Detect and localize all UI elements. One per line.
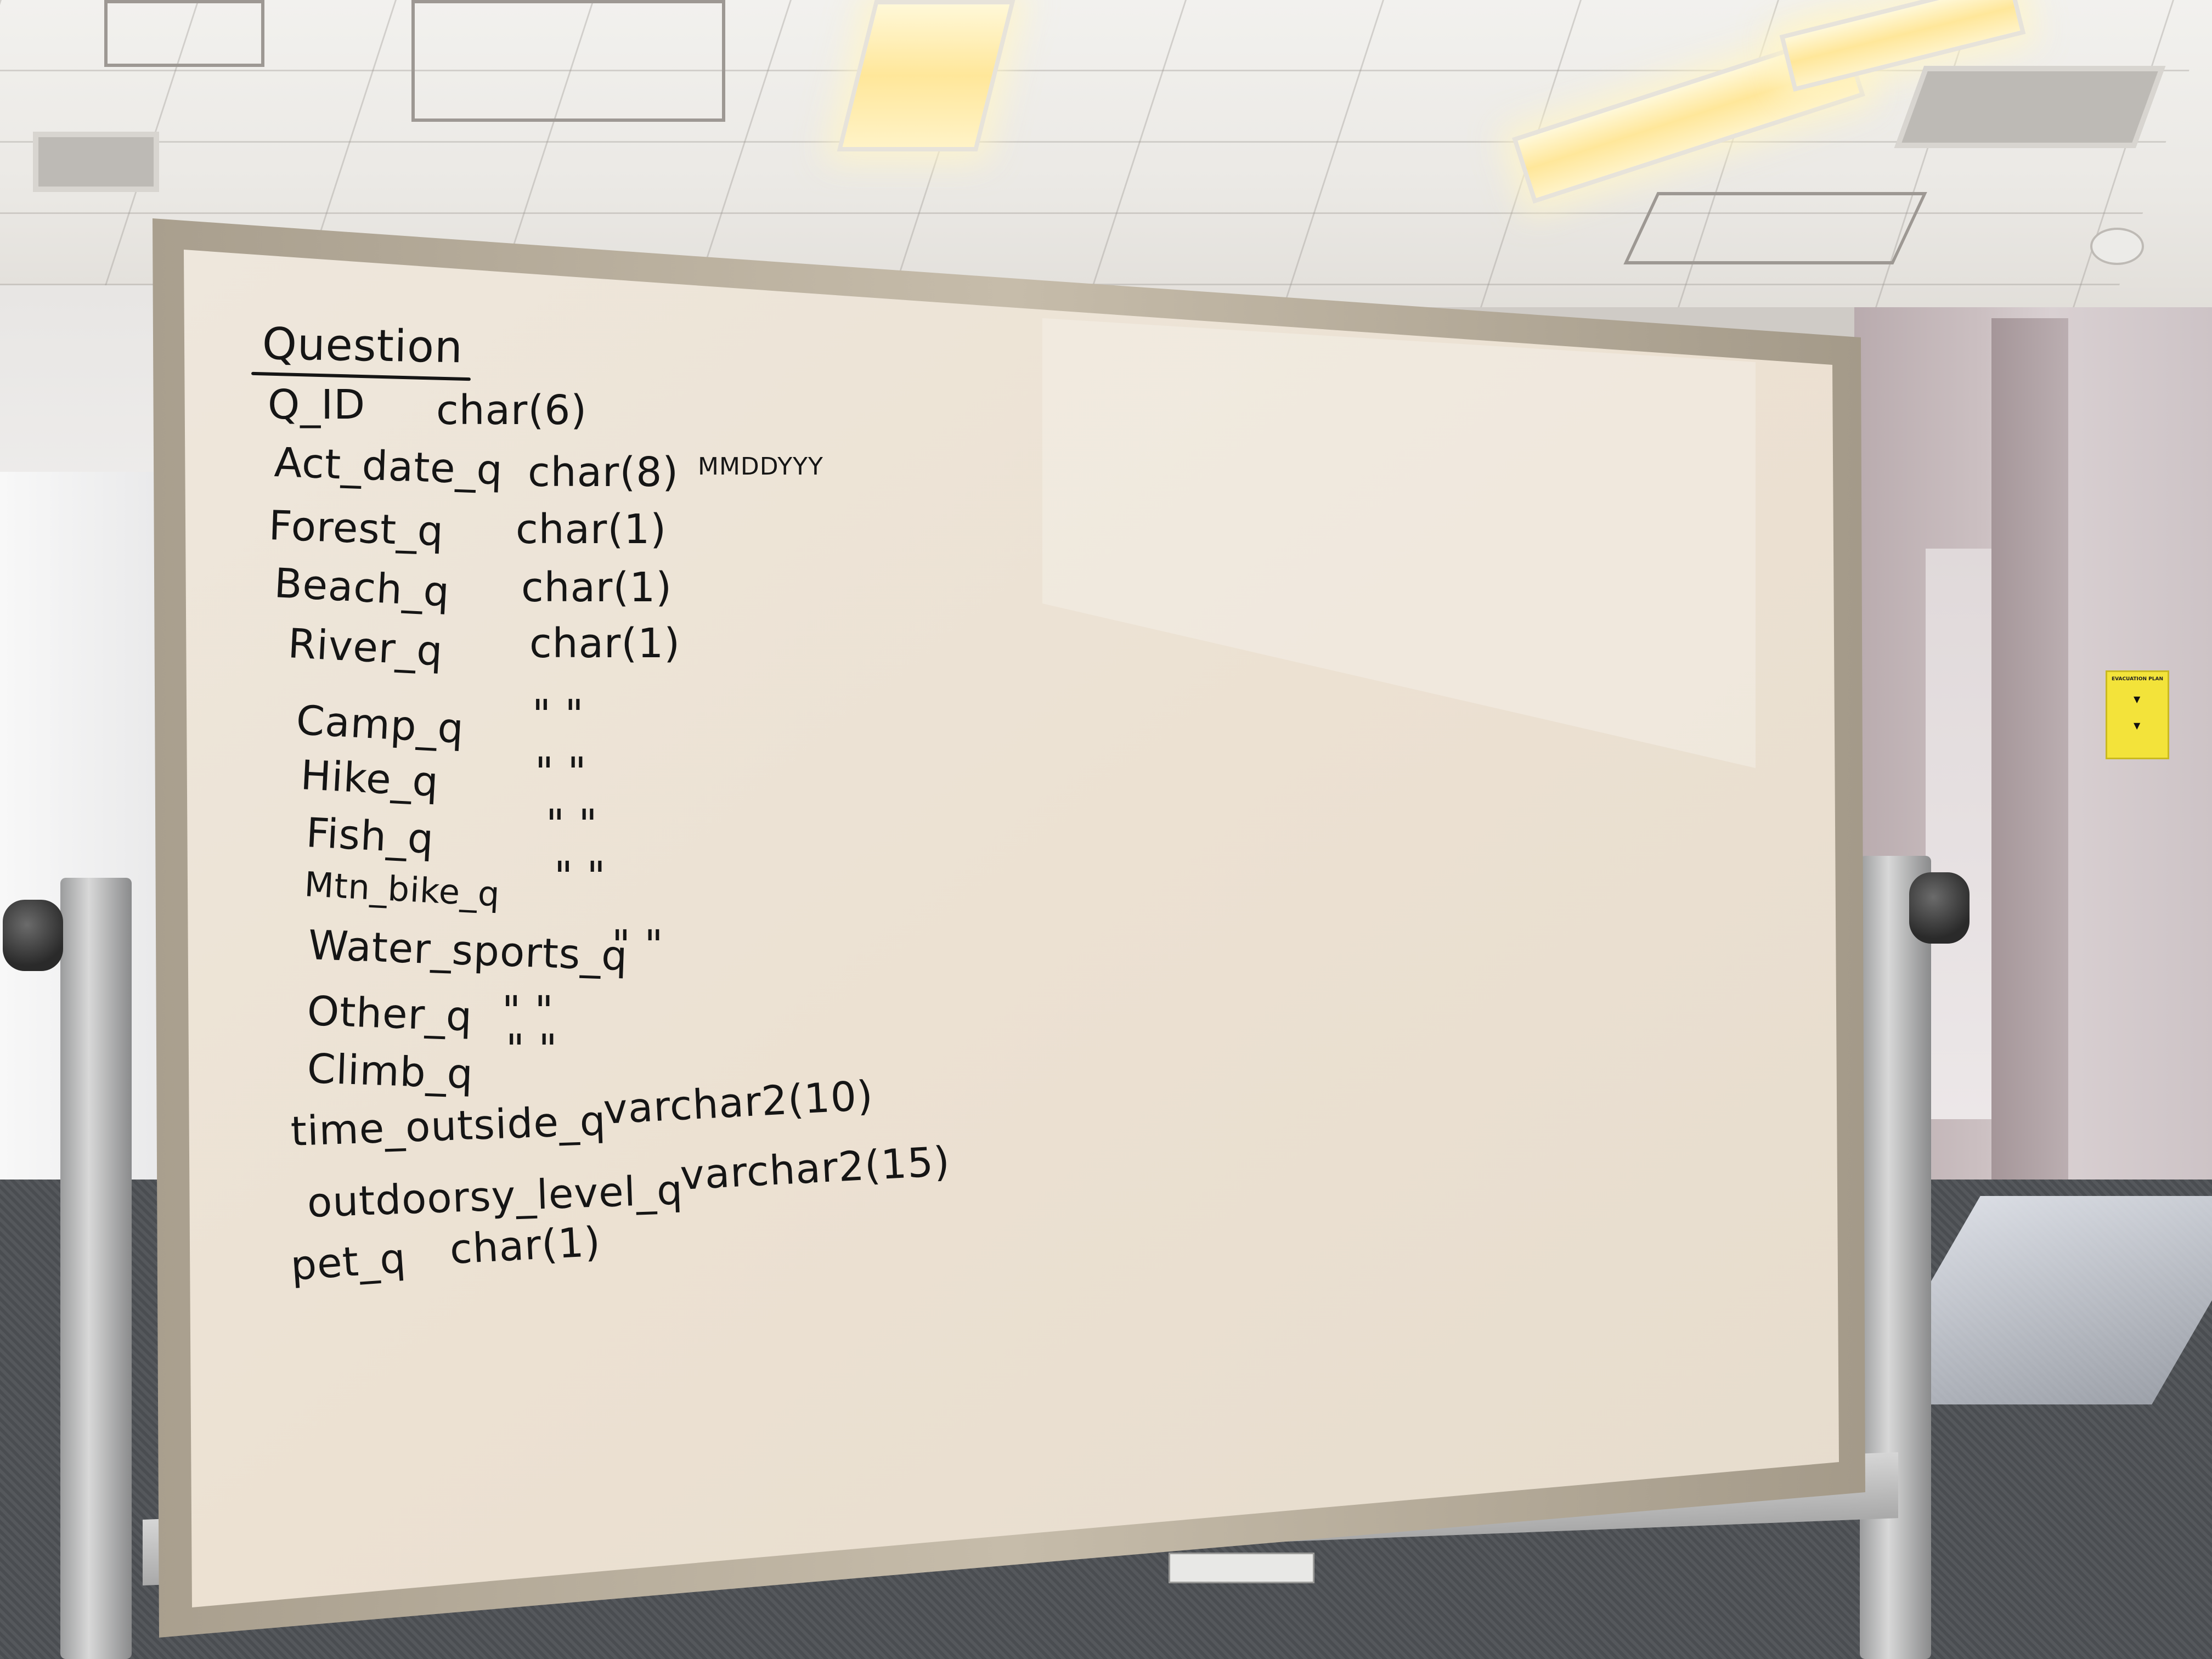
arrow-down-icon: ▼ [2134, 694, 2141, 704]
row-7-type: " " [546, 801, 598, 848]
row-14-field: pet_q [289, 1234, 408, 1290]
row-1-type: char(8) [528, 449, 679, 496]
row-14-type: char(1) [448, 1218, 602, 1273]
row-9-type: " " [612, 922, 664, 969]
wall-pillar [1991, 318, 2068, 1196]
heading-underline [251, 371, 471, 381]
row-13-field: outdoorsy_level_q [306, 1166, 684, 1227]
row-5-type: " " [532, 691, 584, 738]
whiteboard-glare [1042, 318, 1756, 768]
ceiling-access-panel [104, 0, 264, 67]
row-4-field: River_q [286, 620, 444, 675]
row-10-type: " " [502, 988, 554, 1035]
row-3-field: Beach_q [273, 560, 452, 616]
row-11-type: " " [506, 1026, 558, 1073]
row-8-type: " " [554, 853, 606, 900]
row-12-field: time_outside_q [290, 1097, 607, 1155]
row-2-field: Forest_q [268, 502, 445, 556]
arrow-down-icon: ▼ [2134, 720, 2141, 731]
row-1-note: MMDDYYY [698, 453, 823, 481]
row-6-type: " " [535, 749, 587, 796]
row-5-field: Camp_q [295, 697, 465, 753]
row-2-type: char(1) [516, 506, 667, 553]
heading-question: Question [262, 318, 464, 373]
evacuation-sign: EVACUATION PLAN ▼ ▼ [2106, 670, 2169, 759]
smoke-detector [2090, 228, 2144, 265]
stand-right-post [1860, 856, 1931, 1659]
row-13-type: varchar2(15) [679, 1138, 951, 1199]
row-0-type: char(6) [436, 387, 588, 434]
row-3-type: char(1) [521, 564, 673, 611]
row-9-field: Water_sports_q [307, 922, 629, 980]
whiteboard-surface [184, 250, 1839, 1607]
evacuation-sign-title: EVACUATION PLAN [2111, 676, 2163, 682]
row-8-field: Mtn_bike_q [303, 864, 501, 915]
row-10-field: Other_q [306, 988, 473, 1041]
ceiling-access-panel [411, 0, 725, 122]
manufacturer-label [1169, 1553, 1314, 1583]
row-1-field: Act_date_q [273, 439, 504, 494]
right-pivot-knob[interactable] [1909, 872, 1970, 944]
row-4-type: char(1) [529, 620, 681, 667]
row-7-field: Fish_q [304, 809, 436, 864]
row-11-field: Climb_q [306, 1045, 475, 1098]
row-12-type: varchar2(10) [602, 1072, 874, 1133]
row-6-field: Hike_q [299, 752, 440, 806]
row-0-field: Q_ID [268, 381, 366, 428]
ceiling-vent [33, 132, 159, 192]
stand-left-post [60, 878, 132, 1659]
left-pivot-knob[interactable] [3, 900, 63, 971]
